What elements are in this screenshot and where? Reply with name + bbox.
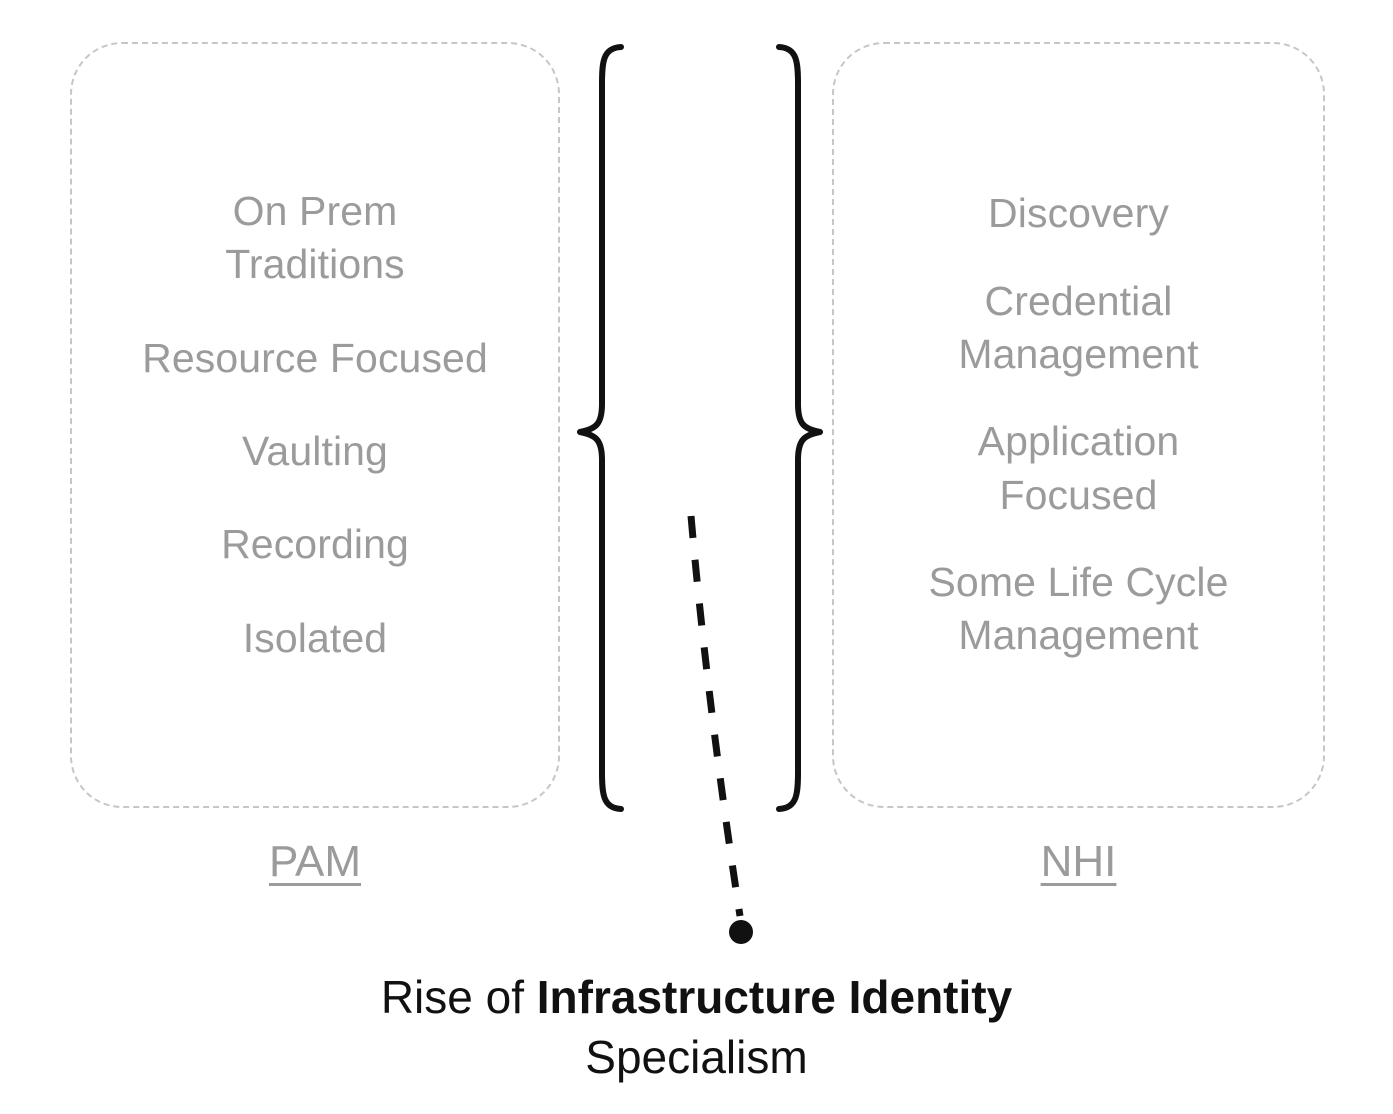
caption-plain-text: Rise of <box>380 971 537 1023</box>
nhi-item: Credential Management <box>958 277 1199 378</box>
pam-item-list: On Prem Traditions Resource Focused Vaul… <box>72 44 558 806</box>
nhi-item: Some Life Cycle Management <box>928 558 1229 659</box>
nhi-item: Application Focused <box>977 418 1180 518</box>
filled-dot-icon <box>729 920 753 944</box>
nhi-panel: Discovery Credential Management Applicat… <box>832 42 1325 808</box>
pam-item: Isolated <box>242 614 388 661</box>
nhi-label: NHI <box>1040 837 1117 886</box>
nhi-item-list: Discovery Credential Management Applicat… <box>834 44 1323 806</box>
curly-brace-right-icon <box>776 44 823 812</box>
caption-line-2: Specialism <box>585 1030 808 1083</box>
pam-panel: On Prem Traditions Resource Focused Vaul… <box>70 42 560 808</box>
diagram-caption: Rise of Infrastructure Identity Speciali… <box>0 968 1393 1088</box>
pam-item: Recording <box>221 521 409 568</box>
caption-bold-text: Infrastructure Identity <box>536 971 1013 1023</box>
caption-line-1: Rise of Infrastructure Identity <box>381 971 1012 1023</box>
pam-label: PAM <box>268 837 362 886</box>
pam-item: Vaulting <box>242 428 388 474</box>
nhi-item: Discovery <box>988 190 1169 237</box>
dashed-leader-line-icon <box>687 515 744 917</box>
curly-brace-left-icon <box>577 44 624 812</box>
pam-item: Resource Focused <box>142 334 488 381</box>
pam-item: On Prem Traditions <box>225 188 405 288</box>
